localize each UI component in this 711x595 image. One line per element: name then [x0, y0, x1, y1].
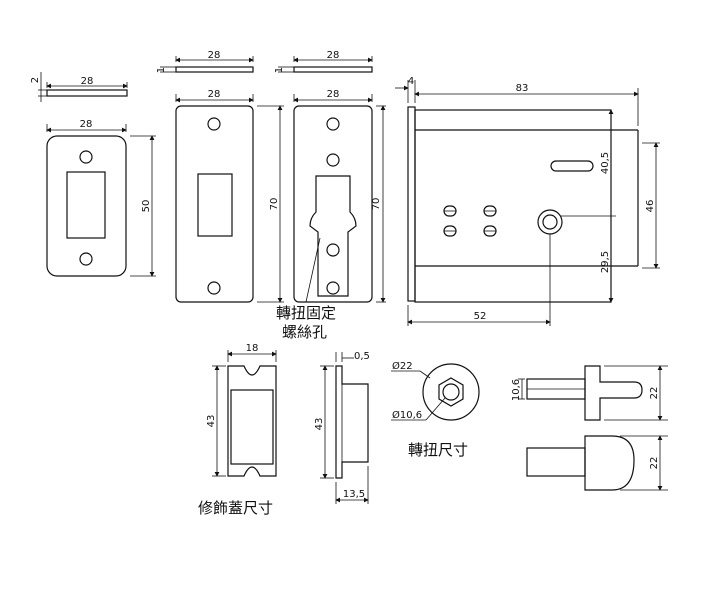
side-view: 4 83 40,5 29,5 46 52: [395, 76, 660, 326]
slot-plate-front: [293, 105, 373, 303]
dim-long-plate-edge-w: 28: [208, 50, 221, 61]
dim-small-plate-edge-w: 28: [81, 76, 94, 87]
side-slot: [550, 160, 594, 172]
long-plate-window: [197, 173, 233, 237]
slot-plate-edge: [293, 66, 373, 73]
slot-plate-hole-2: [326, 153, 340, 167]
label-cover-size: 修飾蓋尺寸: [198, 499, 273, 517]
dim-long-plate-w: 28: [208, 89, 221, 100]
knob-side-view: 10,6 22: [511, 365, 668, 421]
dim-small-plate-w: 28: [80, 119, 93, 130]
label-turn-screw-hole-2: 螺絲孔: [282, 323, 327, 341]
slot-plate-hole-3: [326, 243, 340, 257]
long-plate-hole-bottom: [207, 281, 221, 295]
long-plate-view: 28 1 28 70: [156, 50, 284, 303]
knob-wing-side: [584, 365, 643, 421]
slot-plate-turn-slot: [309, 175, 357, 297]
turn-front-view: Ø22 Ø10,6 轉扭尺寸: [391, 360, 480, 459]
long-plate-front: [175, 105, 254, 303]
slot-plate-hole-4: [326, 281, 340, 295]
small-plate-edge: [46, 89, 128, 97]
dim-long-plate-thk: 1: [156, 67, 167, 73]
cover-front-window: [230, 389, 274, 465]
small-plate-hole-bottom: [79, 252, 93, 266]
dim-side-body: 52: [474, 311, 487, 322]
dim-cover2-h: 43: [314, 418, 325, 431]
dim-side-len: 83: [516, 83, 529, 94]
label-turn-size: 轉扭尺寸: [408, 441, 468, 459]
cover-front-outline: [227, 365, 277, 477]
dim-cover-w: 18: [246, 343, 259, 354]
side-body: [414, 109, 612, 303]
long-plate-hole-top: [207, 117, 221, 131]
small-plate-window: [66, 171, 106, 239]
side-turn-inner: [542, 214, 558, 230]
cover-side-view: 43 0,5 13,5: [314, 351, 370, 504]
cover-front-view: 18 43 修飾蓋尺寸: [198, 343, 277, 517]
label-turn-screw-hole-1: 轉扭固定: [276, 304, 336, 322]
slot-plate-hole-1: [326, 117, 340, 131]
dim-shaft-d: 10,6: [511, 379, 522, 401]
dim-turn-od: Ø22: [392, 360, 413, 372]
dim-side-bot: 29,5: [600, 251, 611, 273]
knob-top-shaft: [526, 447, 586, 477]
dim-cover2-d: 13,5: [343, 489, 365, 500]
dim-small-plate-thk: 2: [30, 77, 41, 83]
dim-side-h: 46: [645, 200, 656, 213]
dim-slot-plate-thk: 1: [274, 67, 285, 73]
dim-slot-plate-edge-w: 28: [327, 50, 340, 61]
small-plate-front: [46, 135, 127, 277]
side-turn-outer: [537, 209, 563, 235]
dim-knob-h1: 22: [649, 387, 660, 400]
long-plate-edge: [175, 66, 254, 73]
dim-cover-h: 43: [206, 415, 217, 428]
dim-long-plate-h: 70: [269, 198, 280, 211]
dim-turn-id: Ø10,6: [392, 409, 422, 421]
turn-outer-circle: [422, 363, 480, 421]
small-plate-view: 2 28 28 50: [30, 72, 156, 277]
knob-top-view: 22: [526, 435, 668, 491]
turn-inner-circle: [442, 383, 460, 401]
side-rivets: [443, 205, 497, 237]
cover-side-outline: [335, 365, 369, 479]
dim-slot-plate-w: 28: [327, 89, 340, 100]
side-faceplate: [407, 106, 416, 302]
turn-hex: [438, 377, 464, 407]
dim-small-plate-h: 50: [141, 200, 152, 213]
dim-slot-plate-h: 70: [371, 198, 382, 211]
dim-side-thk: 4: [408, 76, 414, 87]
dim-cover2-t: 0,5: [354, 351, 370, 362]
dim-side-top: 40,5: [600, 152, 611, 174]
dim-knob-h2: 22: [649, 457, 660, 470]
small-plate-hole-top: [79, 150, 93, 164]
slot-plate-view: 28 1 28 70 轉扭固定 螺絲孔: [274, 50, 386, 341]
knob-top-head: [584, 435, 635, 491]
